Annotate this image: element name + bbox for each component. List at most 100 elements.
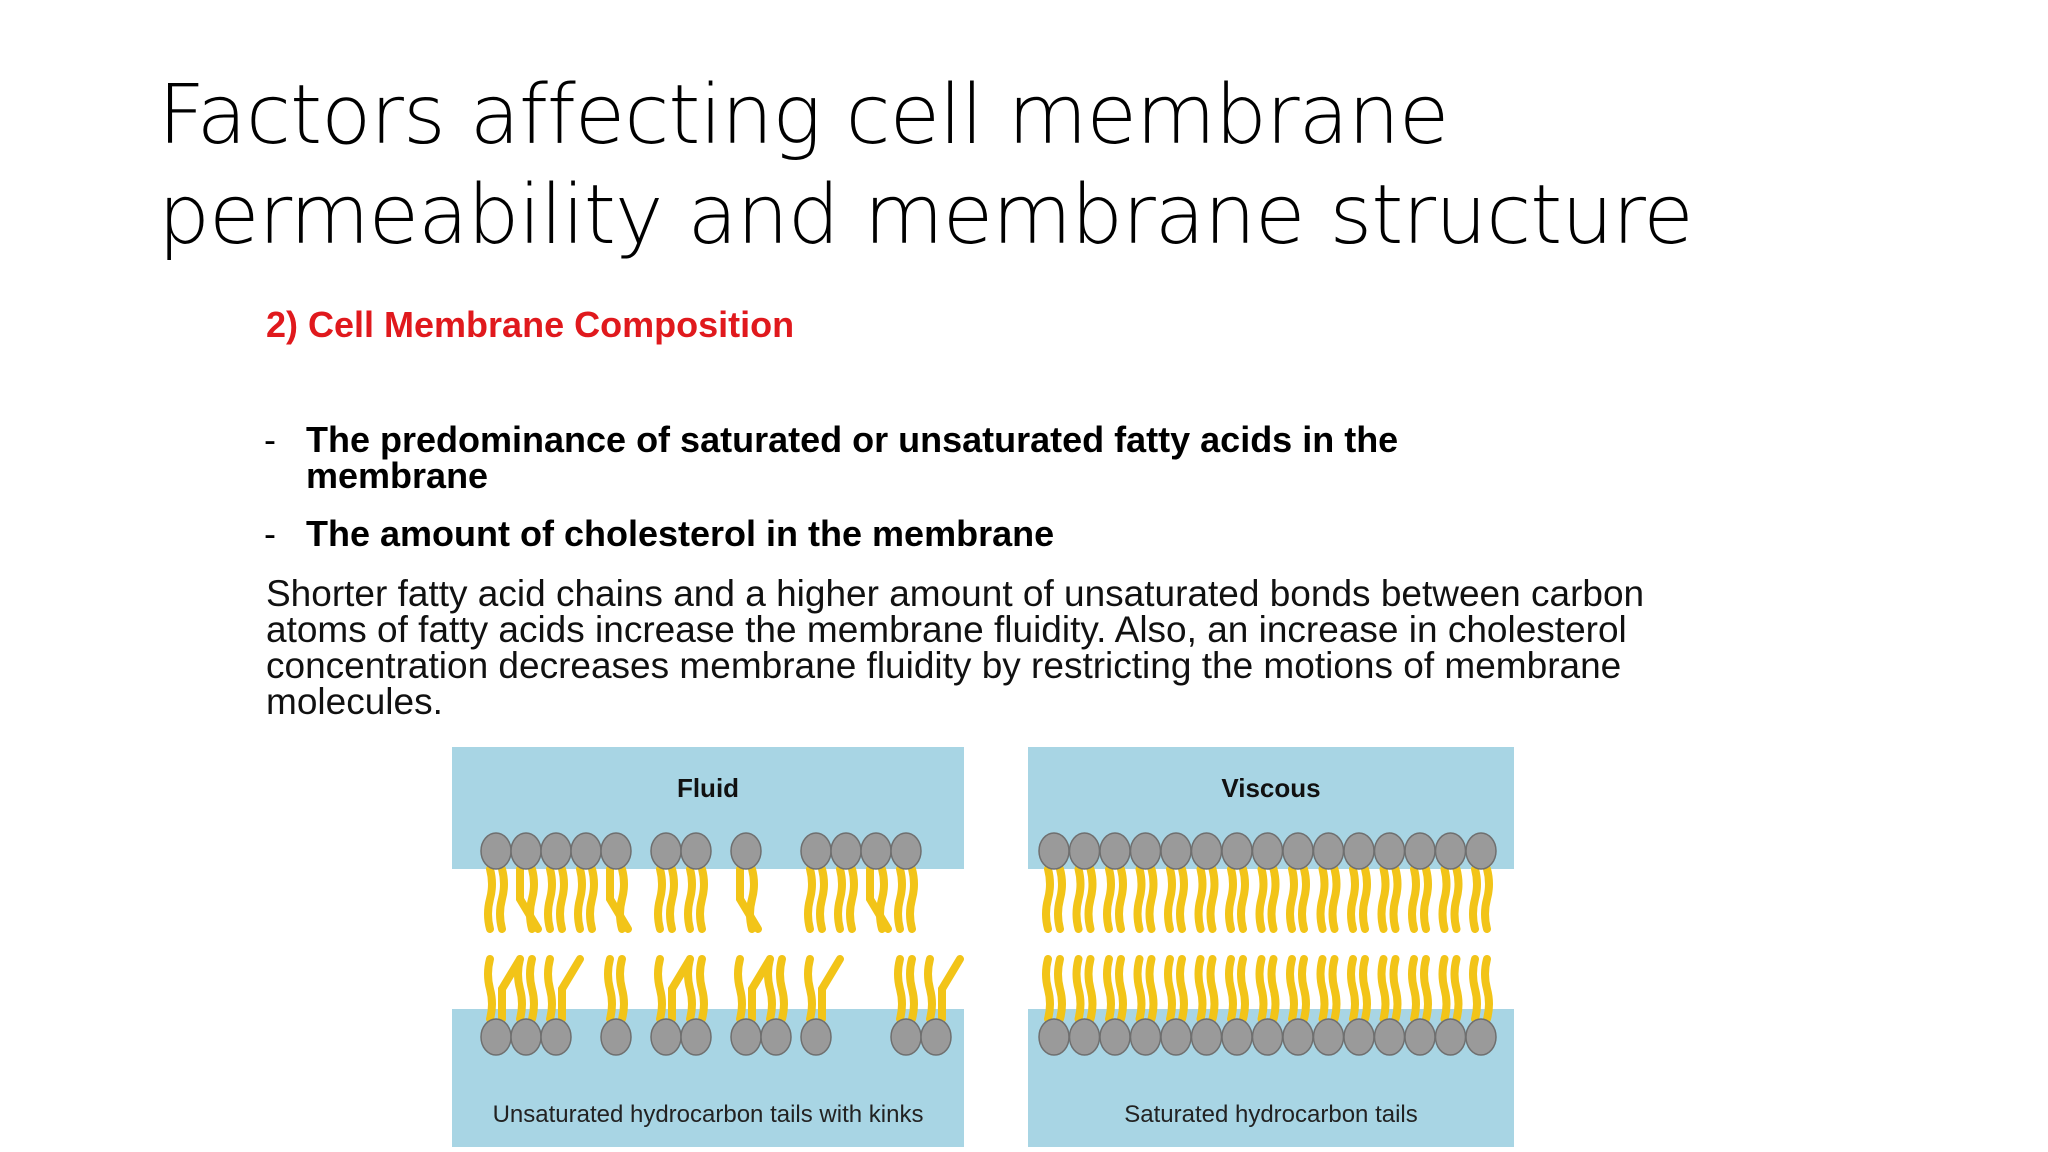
fatty-acid-tail — [654, 865, 666, 933]
phospholipid-head — [1434, 832, 1467, 870]
phospholipid-head — [1465, 1018, 1497, 1056]
fatty-acid-tail — [1206, 955, 1219, 1023]
section-heading: 2) Cell Membrane Composition — [266, 304, 795, 345]
fatty-acid-tail — [764, 955, 776, 1023]
viscous-membrane-diagram — [1038, 832, 1497, 1056]
phospholipid-head — [1099, 832, 1131, 870]
figure-caption: Unsaturated hydrocarbon tails with kinks — [492, 1101, 924, 1128]
fatty-acid-tail — [804, 955, 816, 1023]
fatty-acid-tail — [1072, 865, 1085, 933]
phospholipid-head — [600, 1018, 632, 1056]
fatty-acid-tail — [526, 865, 538, 933]
fatty-acid-tail — [1103, 955, 1115, 1023]
fatty-acid-tail — [734, 955, 746, 1023]
phospholipid-head — [830, 832, 862, 870]
phospholipid-head — [1343, 1018, 1375, 1056]
phospholipid-head — [1465, 832, 1497, 870]
phospholipid-head — [890, 832, 922, 870]
fatty-acid-tail — [816, 865, 828, 933]
phospholipid-head — [730, 1018, 762, 1056]
fatty-acid-tail — [616, 955, 628, 1023]
fatty-acid-tail — [1347, 955, 1359, 1023]
phospholipid-head — [1282, 1018, 1314, 1056]
fatty-acid-tail — [1145, 865, 1158, 933]
fatty-acid-tail — [1481, 955, 1493, 1023]
fatty-acid-tail — [1054, 955, 1066, 1023]
fatty-acid-tail — [544, 865, 556, 933]
phospholipid-head — [1251, 832, 1284, 870]
explanation-paragraph: Shorter fatty acid chains and a higher a… — [266, 573, 1645, 722]
fatty-acid-tail — [696, 865, 708, 933]
fatty-acid-tail — [876, 865, 888, 933]
fatty-acid-tail — [1328, 955, 1341, 1023]
bullet-list: - The predominance of saturated or unsat… — [262, 422, 1562, 574]
phospholipid-head — [1038, 832, 1070, 870]
fatty-acid-tail — [1115, 955, 1127, 1023]
phospholipid-head — [510, 832, 542, 870]
fatty-acid-tail — [484, 865, 496, 933]
fatty-acid-tail — [746, 865, 758, 933]
phospholipid-head — [1404, 1018, 1436, 1056]
fatty-acid-tail — [1481, 865, 1493, 933]
phospholipid-head — [1190, 1018, 1223, 1056]
fatty-acid-tail — [556, 865, 568, 933]
fatty-acid-tail — [1194, 865, 1207, 933]
figure-title: Viscous — [1221, 773, 1321, 803]
fatty-acid-tail — [894, 865, 906, 933]
phospholipid-head — [510, 1018, 542, 1056]
bullet-marker: - — [264, 419, 276, 460]
phospholipid-head — [1221, 1018, 1253, 1056]
fatty-acid-tail — [1255, 865, 1268, 933]
fatty-acid-tail — [1286, 955, 1298, 1023]
fatty-acid-tail — [1255, 955, 1268, 1023]
bullet-text: The predominance of saturated or unsatur… — [306, 419, 1399, 496]
fatty-acid-tail — [1084, 955, 1097, 1023]
fatty-acid-tail — [1438, 865, 1451, 933]
fatty-acid-tail — [526, 955, 538, 1023]
fatty-acid-tail — [1267, 955, 1280, 1023]
fatty-acid-tail — [544, 955, 556, 1023]
bullet-item: - The amount of cholesterol in the membr… — [262, 516, 1562, 552]
figure-caption: Saturated hydrocarbon tails — [1124, 1101, 1418, 1128]
phospholipid-head — [760, 1018, 792, 1056]
phospholipid-head — [1343, 832, 1375, 870]
fatty-acid-tail — [558, 955, 584, 1023]
fatty-acid-tail — [1145, 955, 1158, 1023]
phospholipid-head — [1129, 1018, 1162, 1056]
fatty-acid-tail — [924, 955, 936, 1023]
fatty-acid-tail — [1316, 955, 1329, 1023]
fatty-acid-tail — [514, 955, 526, 1023]
fatty-acid-tail — [1389, 955, 1402, 1023]
figure-title: Fluid — [676, 773, 740, 803]
fatty-acid-tail — [484, 955, 496, 1023]
phospholipid-head — [1404, 832, 1436, 870]
phospholipid-head — [730, 832, 762, 870]
fatty-acid-tail — [1133, 865, 1146, 933]
fatty-acid-tail — [1286, 865, 1298, 933]
viscous-membrane-figure: Viscous Saturated hydrocarbon tails — [1028, 747, 1514, 1147]
phospholipid-head — [1434, 1018, 1467, 1056]
fatty-acid-tail — [1450, 955, 1463, 1023]
phospholipid-head — [680, 832, 712, 870]
phospholipid-head — [1312, 832, 1345, 870]
fatty-acid-tail — [496, 865, 508, 933]
fatty-acid-tail — [1389, 865, 1402, 933]
fatty-acid-tail — [1225, 865, 1237, 933]
phospholipid-head — [650, 1018, 682, 1056]
fatty-acid-tail — [696, 955, 708, 1023]
fatty-acid-tail — [1377, 955, 1390, 1023]
slide-title: Factors affecting cell membrane permeabi… — [158, 68, 1694, 263]
phospholipid-head — [860, 832, 892, 870]
fatty-acid-tail — [1347, 865, 1359, 933]
phospholipid-head — [1282, 832, 1314, 870]
fatty-acid-tail — [1316, 865, 1329, 933]
fatty-acid-tail — [1328, 865, 1341, 933]
fatty-acid-tail — [1420, 955, 1432, 1023]
fatty-acid-tail — [1237, 955, 1249, 1023]
phospholipid-head — [570, 832, 602, 870]
phospholipid-head — [480, 832, 512, 870]
phospholipid-head — [1160, 832, 1192, 870]
phospholipid-head — [1038, 1018, 1070, 1056]
phospholipid-head — [1373, 1018, 1406, 1056]
fatty-acid-tail — [1176, 865, 1188, 933]
